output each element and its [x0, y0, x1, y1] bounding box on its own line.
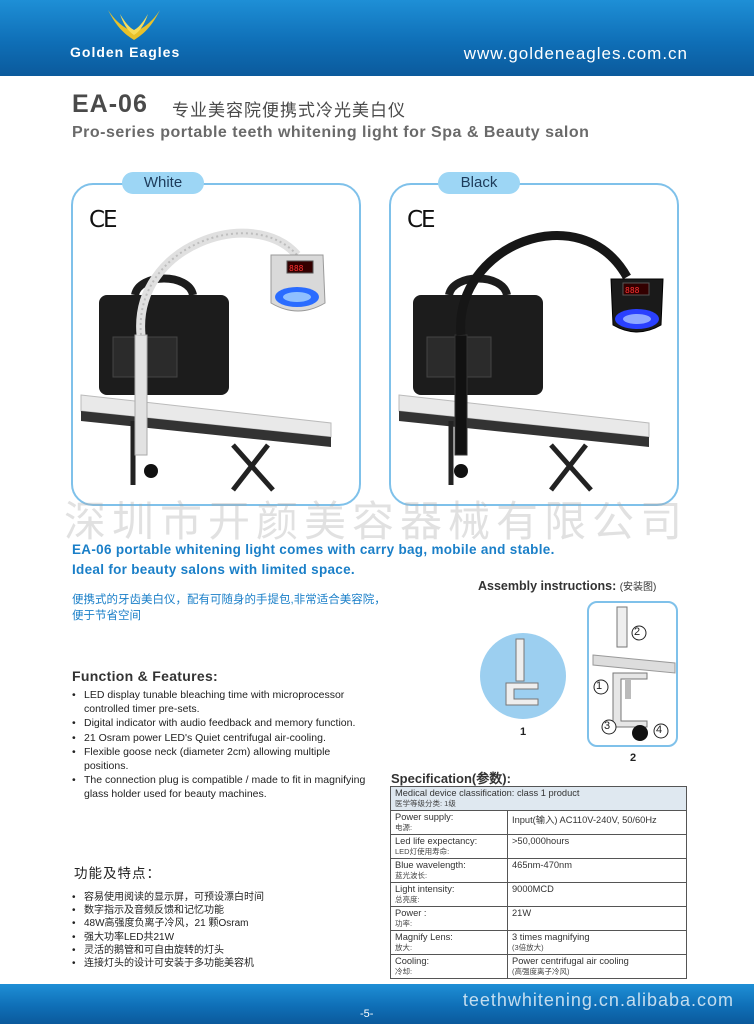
page-subtitle: Pro-series portable teeth whitening ligh… — [72, 124, 590, 141]
list-item: 强大功率LED共21W — [72, 931, 264, 944]
table-row: Magnify Lens:放大: 3 times magnifying(3倍放大… — [390, 930, 687, 955]
header-website[interactable]: www.goldeneagles.com.cn — [463, 44, 688, 63]
blurb-cn-line-2: 便于节省空间 — [72, 610, 141, 622]
ce-mark: CE — [89, 207, 118, 233]
ce-mark: CE — [407, 207, 436, 233]
list-item: Flexible goose neck (diameter 2cm) allow… — [72, 746, 374, 773]
black-variant-panel: CE 888 — [389, 183, 679, 506]
list-item: Digital indicator with audio feedback an… — [72, 717, 374, 731]
product-blurb: EA-06 portable whitening light comes wit… — [72, 540, 555, 580]
list-item: LED display tunable bleaching time with … — [72, 689, 374, 716]
table-row: Power :功率: 21W — [390, 906, 687, 931]
list-item: 48W高强度负离子冷风，21 颗Osram — [72, 917, 264, 930]
table-row: Power supply:电源: Input(输入) AC110V-240V, … — [390, 810, 687, 835]
footer-bar: teethwhitening.cn.alibaba.com -5- — [0, 984, 754, 1024]
features-cn-list: 容易使用阅读的显示屏，可预设漂白时间 数字指示及音频反馈和记忆功能 48W高强度… — [70, 891, 264, 970]
white-variant-panel: CE 888 — [71, 183, 361, 506]
list-item: 容易使用阅读的显示屏，可预设漂白时间 — [72, 891, 264, 904]
assembly-step-4: 4 — [656, 724, 663, 736]
assembly-figure-1-label: 1 — [520, 726, 527, 738]
tab-white-variant[interactable]: White — [122, 172, 204, 194]
header-bar: Golden Eagles www.goldeneagles.com.cn — [0, 0, 754, 76]
footer-website[interactable]: teethwhitening.cn.alibaba.com — [462, 990, 734, 1010]
assembly-figure-1 — [480, 633, 566, 719]
list-item: 数字指示及音频反馈和记忆功能 — [72, 904, 264, 917]
svg-text:888: 888 — [289, 264, 304, 273]
specification-table: Medical device classification: class 1 p… — [390, 786, 687, 979]
table-row: Led life expectancy:LED灯使用寿命: >50,000hou… — [390, 834, 687, 859]
assembly-title: Assembly instructions: (安装图) — [478, 579, 657, 593]
table-row: Cooling:冷却: Power centrifugal air coolin… — [390, 954, 687, 979]
product-blurb-cn: 便携式的牙齿美白仪，配有可随身的手提包,非常适合美容院， 便于节省空间 — [72, 592, 386, 624]
golden-eagle-logo-icon — [108, 10, 160, 40]
model-number: EA-06 — [72, 90, 148, 118]
page-number: -5- — [360, 1008, 374, 1020]
brand-name: Golden Eagles — [70, 44, 181, 60]
assembly-step-1: 1 — [596, 680, 603, 692]
features-cn-title: 功能及特点： — [74, 866, 161, 881]
table-row: Medical device classification: class 1 p… — [390, 786, 687, 811]
assembly-step-3: 3 — [604, 720, 611, 732]
blurb-cn-line-1: 便携式的牙齿美白仪，配有可随身的手提包,非常适合美容院， — [72, 594, 386, 606]
tab-black-variant[interactable]: Black — [438, 172, 520, 194]
white-lamp-photo: 888 — [80, 228, 332, 492]
list-item: 连接灯头的设计可安装于多功能美容机 — [72, 957, 264, 970]
assembly-title-cn: (安装图) — [619, 582, 657, 593]
list-item: 21 Osram power LED's Quiet centrifugal a… — [72, 732, 374, 746]
assembly-step-2: 2 — [634, 626, 641, 638]
black-lamp-photo: 888 — [398, 231, 664, 492]
list-item: 灵活的鹅管和可自由旋转的灯头 — [72, 944, 264, 957]
blurb-line-2: Ideal for beauty salons with limited spa… — [72, 562, 355, 577]
specification-title: Specification(参数): — [391, 771, 511, 786]
table-row: Light intensity:总亮度: 9000MCD — [390, 882, 687, 907]
company-watermark: 深圳市开颜美容器械有限公司 — [64, 498, 689, 545]
classification-cell: Medical device classification: class 1 p… — [390, 786, 687, 811]
features-title: Function & Features: — [72, 668, 219, 684]
blurb-line-1: EA-06 portable whitening light comes wit… — [72, 542, 555, 557]
table-row: Blue wavelength:蓝光波长: 465nm-470nm — [390, 858, 687, 883]
assembly-figure-2-label: 2 — [630, 752, 637, 764]
svg-text:888: 888 — [625, 286, 640, 295]
features-list: LED display tunable bleaching time with … — [70, 689, 374, 802]
model-name-cn: 专业美容院便携式冷光美白仪 — [172, 101, 406, 120]
assembly-figure-2: 2 1 3 4 — [587, 601, 678, 747]
list-item: The connection plug is compatible / made… — [72, 774, 374, 801]
